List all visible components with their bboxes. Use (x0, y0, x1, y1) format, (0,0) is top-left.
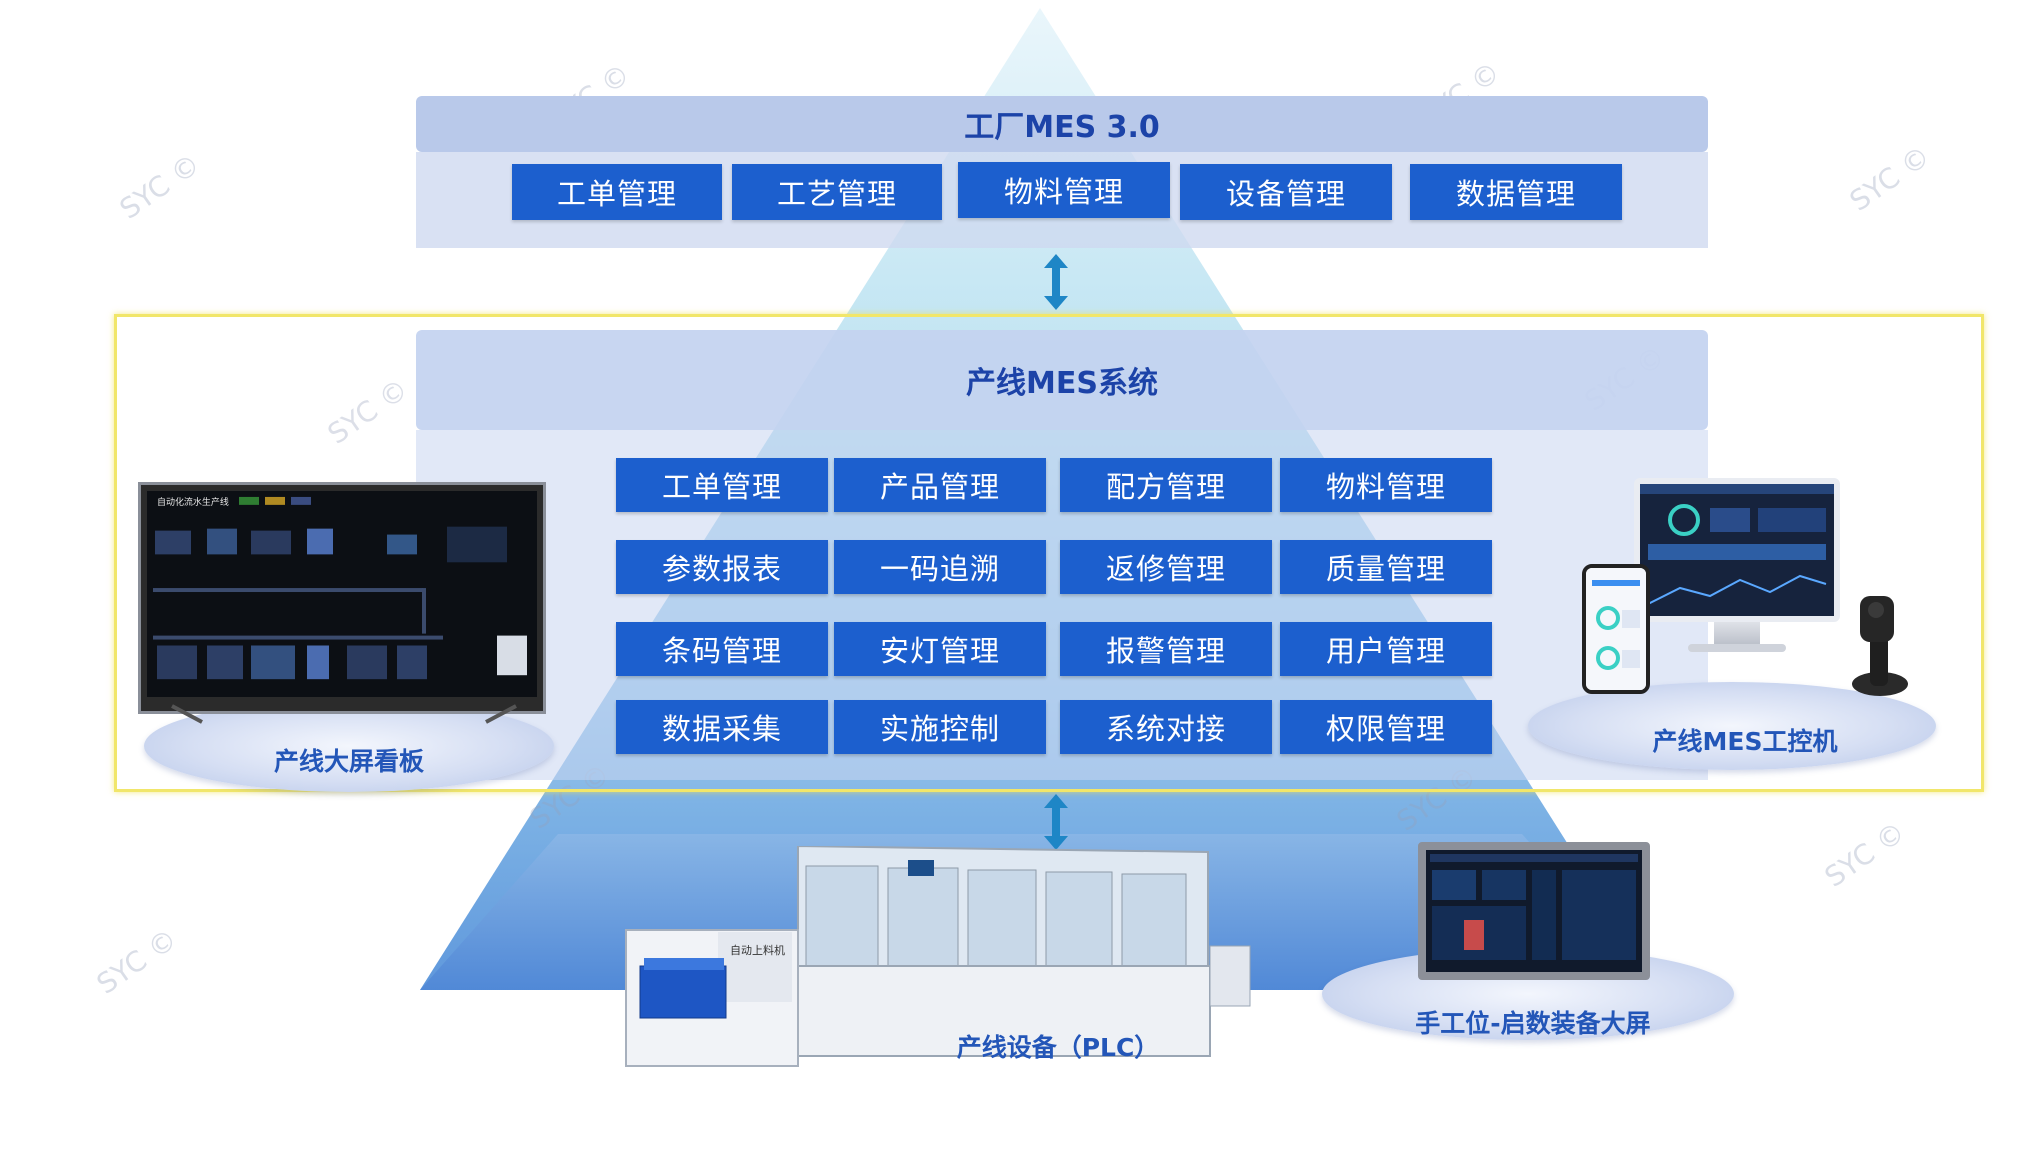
line-module-alarm[interactable]: 报警管理 (1060, 622, 1272, 676)
line-module-integration[interactable]: 系统对接 (1060, 700, 1272, 754)
big-screen-tv-image: 自动化流水生产线 (138, 482, 546, 714)
loader-label: 自动上料机 (730, 943, 785, 957)
line-module-repair[interactable]: 返修管理 (1060, 540, 1272, 594)
factory-module-material[interactable]: 物料管理 (958, 162, 1170, 218)
production-line-machine-image: 自动上料机 (625, 846, 1251, 1067)
line-module-andon[interactable]: 安灯管理 (834, 622, 1046, 676)
line-module-control[interactable]: 实施控制 (834, 700, 1046, 754)
factory-module-data[interactable]: 数据管理 (1410, 164, 1622, 220)
workstation-monitor-image (1634, 478, 1840, 622)
factory-mes-title: 工厂MES 3.0 (416, 96, 1708, 152)
line-module-work-order[interactable]: 工单管理 (616, 458, 828, 512)
double-arrow-icon (1044, 794, 1068, 850)
workstation-platform (1528, 682, 1936, 770)
line-mes-title: 产线MES系统 (416, 330, 1708, 430)
line-module-quality[interactable]: 质量管理 (1280, 540, 1492, 594)
manual-station-screen-image (1418, 842, 1650, 980)
double-arrow-icon (1044, 254, 1068, 310)
line-module-data-collection[interactable]: 数据采集 (616, 700, 828, 754)
line-module-barcode[interactable]: 条码管理 (616, 622, 828, 676)
line-module-product[interactable]: 产品管理 (834, 458, 1046, 512)
factory-module-work-order[interactable]: 工单管理 (512, 164, 722, 220)
line-module-param-report[interactable]: 参数报表 (616, 540, 828, 594)
phone-image (1582, 564, 1650, 694)
equipment-caption: 产线设备（PLC） (956, 1033, 1160, 1062)
big-screen-platform (144, 700, 554, 792)
line-module-traceability[interactable]: 一码追溯 (834, 540, 1046, 594)
monitor-stand (1714, 622, 1760, 646)
monitor-base (1688, 644, 1786, 652)
big-screen-caption: 产线大屏看板 (273, 747, 424, 776)
factory-module-equipment[interactable]: 设备管理 (1180, 164, 1392, 220)
barcode-scanner-image (1852, 596, 1908, 696)
line-module-recipe[interactable]: 配方管理 (1060, 458, 1272, 512)
line-module-material[interactable]: 物料管理 (1280, 458, 1492, 512)
factory-module-process[interactable]: 工艺管理 (732, 164, 942, 220)
dashboard-graphic: 自动化流水生产线 (147, 491, 537, 697)
tv-screen: 自动化流水生产线 (147, 491, 537, 697)
tv-title: 自动化流水生产线 (157, 496, 229, 508)
line-module-user[interactable]: 用户管理 (1280, 622, 1492, 676)
line-module-permission[interactable]: 权限管理 (1280, 700, 1492, 754)
manual-screen-caption: 手工位-启数装备大屏 (1415, 1009, 1651, 1038)
workstation-caption: 产线MES工控机 (1652, 727, 1838, 756)
